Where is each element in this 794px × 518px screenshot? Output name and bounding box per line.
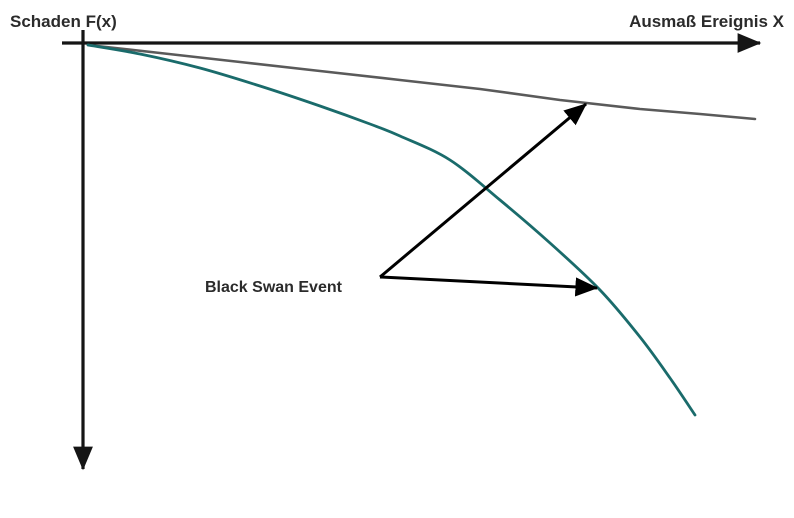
black-swan-event-label: Black Swan Event	[205, 279, 343, 296]
fat-tail-curve	[86, 43, 697, 417]
x-axis-label: Ausmaß Ereignis X	[629, 12, 785, 31]
y-axis-label: Schaden F(x)	[10, 12, 117, 31]
annotation-arrow-to-normal-line	[379, 102, 587, 279]
normal-loss-line	[86, 43, 757, 121]
annotation-arrow-to-tail-curve	[379, 275, 599, 297]
